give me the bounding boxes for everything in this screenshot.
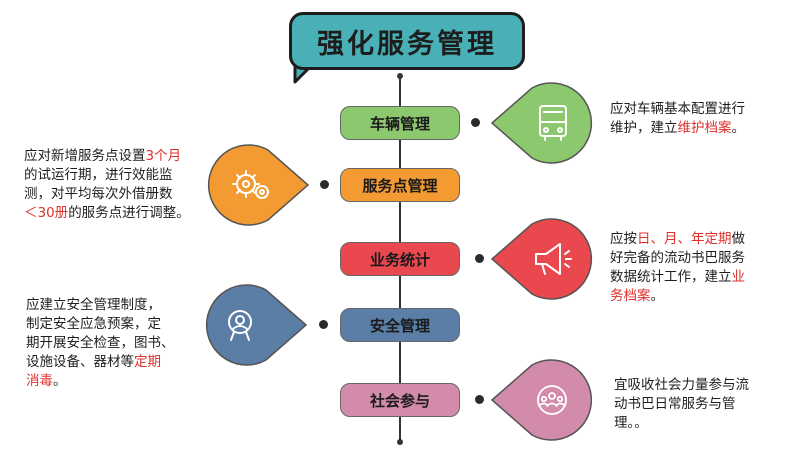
desc-vehicle-seg0: 应对车辆基本配置进行 (610, 101, 745, 117)
desc-vehicle-seg3: 。 (731, 120, 746, 136)
desc-vehicle-seg1: 维护，建立 (610, 120, 678, 136)
connector-dot-vehicle (471, 118, 480, 127)
desc-safety-seg2: 。 (53, 373, 67, 389)
desc-statistics-seg0: 应按 (610, 231, 637, 247)
pill-label-service-point: 服务点管理 (362, 176, 438, 195)
drop-statistics (490, 218, 593, 300)
connector-dot-safety (319, 320, 328, 329)
desc-vehicle: 应对车辆基本配置进行维护，建立维护档案。 (610, 100, 785, 138)
pill-service-point-management: 服务点管理 (340, 168, 460, 202)
drop-social (490, 359, 593, 441)
desc-vehicle-seg2: 维护档案 (677, 120, 732, 136)
pill-label-statistics: 业务统计 (369, 250, 430, 269)
drop-vehicle (490, 82, 593, 164)
pill-label-safety: 安全管理 (369, 316, 430, 335)
bus-icon (539, 105, 567, 141)
pill-safety-management: 安全管理 (340, 308, 460, 342)
megaphone-icon (535, 243, 572, 275)
connector-dot-service-point (320, 180, 329, 189)
connector-dot-social (475, 395, 484, 404)
drop-service-point (207, 144, 310, 226)
page-title: 强化服务管理 (317, 28, 497, 60)
pill-vehicle-management: 车辆管理 (340, 106, 460, 140)
desc-service-point-seg2: 的试运行期，进行效能监测，对平均每次外借册数 (24, 167, 173, 202)
spine-bottom-dot (397, 439, 403, 445)
connector-dot-statistics (475, 254, 484, 263)
desc-statistics-seg2: 做好完备的流动书巴服务数据统计工作，建立 (610, 231, 745, 285)
desc-safety: 应建立安全管理制度，制定安全应急预案，定期开展安全检查，图书、设施设备、器材等定… (26, 296, 211, 391)
desc-social-seg0: 宜吸收社会力量参与流动书巴日常服务与管理。。 (614, 377, 749, 431)
gears-icon (232, 170, 269, 199)
desc-service-point-seg0: 应对新增服务点设置 (24, 148, 146, 164)
desc-safety-seg0: 应建立安全管理制度，制定安全应急预案，定期开展安全检查，图书、设施设备、器材等 (26, 297, 175, 370)
desc-statistics: 应按日、月、年定期做好完备的流动书巴服务数据统计工作，建立业务档案。 (610, 230, 785, 306)
pill-label-social: 社会参与 (369, 391, 430, 410)
desc-safety-seg1: 定期消毒 (26, 354, 161, 389)
desc-service-point-seg3: ＜30册 (24, 205, 69, 221)
desc-social: 宜吸收社会力量参与流动书巴日常服务与管理。。 (614, 376, 786, 433)
pill-label-vehicle: 车辆管理 (369, 114, 430, 133)
desc-statistics-seg1: 日、月、年定期 (637, 231, 732, 247)
desc-service-point: 应对新增服务点设置3个月的试运行期，进行效能监测，对平均每次外借册数 ＜30册的服… (24, 147, 204, 223)
pill-social-participation: 社会参与 (340, 383, 460, 417)
desc-statistics-seg3: 业务档案 (610, 269, 745, 304)
desc-service-point-seg1: 3个月 (145, 148, 182, 164)
people-icon (537, 385, 567, 415)
badge-icon (228, 310, 252, 341)
drop-safety (205, 284, 308, 366)
title-box: 强化服务管理 (289, 12, 525, 70)
pill-business-statistics: 业务统计 (340, 242, 460, 276)
spine-top-dot (397, 73, 403, 79)
desc-statistics-seg4: 。 (650, 288, 665, 304)
desc-service-point-seg4: 的服务点进行调整。 (68, 205, 190, 221)
